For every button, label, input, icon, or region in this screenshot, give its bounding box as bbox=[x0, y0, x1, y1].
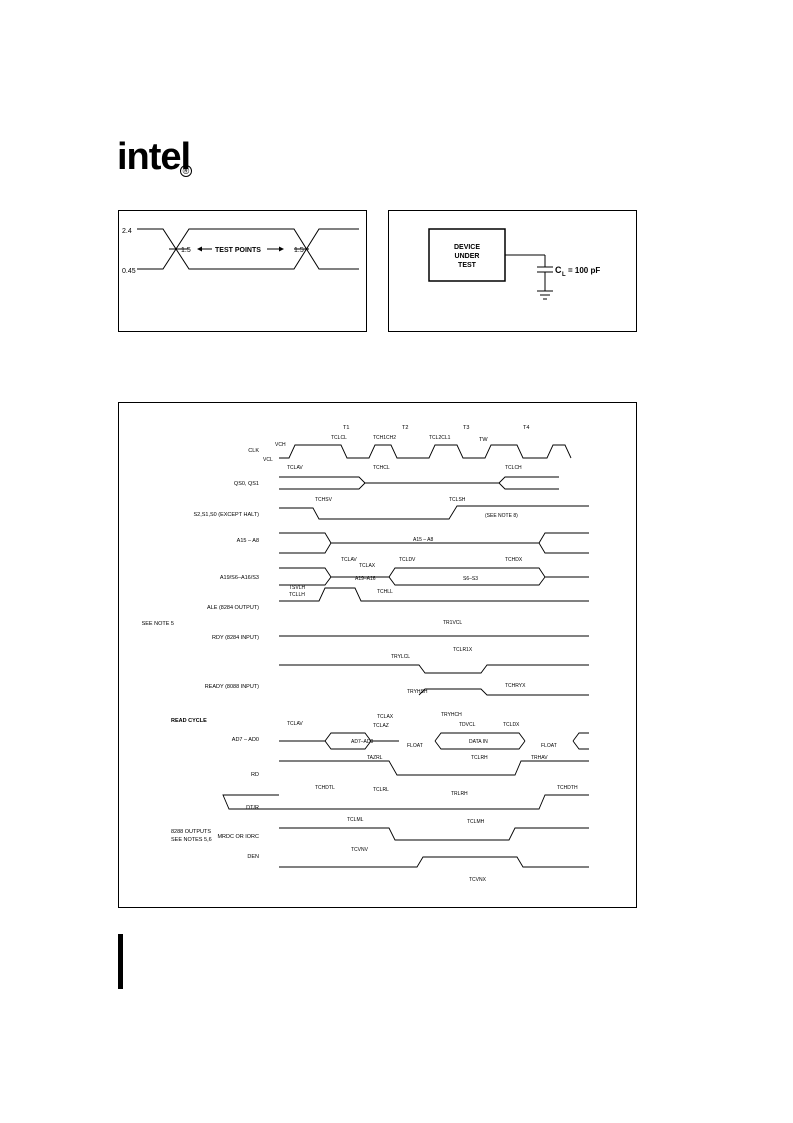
level-high-label: 2.4 bbox=[122, 228, 132, 235]
state-t3: T3 bbox=[463, 425, 469, 431]
p-tclsh: TCLSH bbox=[449, 497, 466, 503]
test-points-label: TEST POINTS bbox=[215, 247, 261, 254]
input-waveform-diagram: 2.4 0.45 1.5 1.5 TEST POINTS bbox=[122, 228, 359, 275]
p-tclav3: TCLAV bbox=[287, 721, 303, 727]
p-addr-hi-val: A15 – A8 bbox=[413, 537, 434, 543]
sig-addr-hi: A15 – A8 bbox=[237, 538, 259, 544]
left-point-label: 1.5 bbox=[181, 247, 191, 254]
p-tclav2: TCLAV bbox=[341, 557, 357, 563]
p-tchcl: TCHCL bbox=[373, 465, 390, 471]
sig-qs: QS0, QS1 bbox=[234, 481, 259, 487]
p-tclaz: TCLAZ bbox=[373, 723, 389, 729]
p-tclr1x: TCLR1X bbox=[453, 647, 473, 653]
p-tr1vcl: TR1VCL bbox=[443, 620, 462, 626]
group-outputs-2: SEE NOTES 5,6 bbox=[171, 837, 212, 843]
p-tclrh: TCLRH bbox=[471, 755, 488, 761]
p-tchll: TCHLL bbox=[377, 589, 393, 595]
p-tclml: TCLML bbox=[347, 817, 364, 823]
p-tdvcl: TDVCL bbox=[459, 722, 476, 728]
sig-mrdc: MRDC OR IORC bbox=[217, 834, 259, 840]
p-tcvnv: TCVNV bbox=[351, 847, 369, 853]
group-outputs-1: 8288 OUTPUTS bbox=[171, 829, 211, 835]
device-line-3: TEST bbox=[458, 262, 477, 269]
level-low-label: 0.45 bbox=[122, 268, 136, 275]
p-data-in: DATA IN bbox=[469, 739, 488, 745]
p-float2: FLOAT bbox=[541, 743, 557, 749]
p-float1: FLOAT bbox=[407, 743, 423, 749]
sig-ad: AD7 – AD0 bbox=[232, 737, 259, 743]
revision-bar bbox=[118, 934, 123, 989]
p-tclch: TCLCH bbox=[505, 465, 522, 471]
p-tclmh: TCLMH bbox=[467, 819, 485, 825]
sig-rd: RD bbox=[251, 772, 259, 778]
p-vch: VCH bbox=[275, 442, 286, 448]
p-tcldx: TCLDX bbox=[503, 722, 520, 728]
sig-ale: ALE (8284 OUTPUT) bbox=[207, 605, 259, 611]
input-waveform-panel: 2.4 0.45 1.5 1.5 TEST POINTS bbox=[118, 210, 367, 332]
p-tazrl: TAZRL bbox=[367, 755, 383, 761]
p-tcvnx: TCVNX bbox=[469, 877, 487, 883]
load-circuit-diagram: DEVICE UNDER TEST C L = 100 pF bbox=[428, 228, 600, 300]
p-tclax: TCLAX bbox=[359, 563, 376, 569]
p-tcl2cl1: TCL2CL1 bbox=[429, 435, 451, 441]
p-mux-val: A19–A16 bbox=[355, 576, 376, 582]
sig-ready: READY (8088 INPUT) bbox=[205, 684, 259, 690]
state-t2: T2 bbox=[402, 425, 408, 431]
state-t1: T1 bbox=[343, 425, 349, 431]
cap-label: C bbox=[555, 265, 562, 275]
p-tchdtl: TCHDTL bbox=[315, 785, 335, 791]
sig-status: S2,S1,S0 (EXCEPT HALT) bbox=[193, 512, 259, 518]
p-tclav1: TCLAV bbox=[287, 465, 303, 471]
p-trhav: TRHAV bbox=[531, 755, 548, 761]
p-tchdx: TCHDX bbox=[505, 557, 523, 563]
sig-dtr: DT/R bbox=[246, 805, 259, 811]
p-tclax2: TCLAX bbox=[377, 714, 394, 720]
sig-addr-mux: A19/S6–A16/S3 bbox=[220, 575, 259, 581]
intel-logo: intel bbox=[117, 136, 191, 178]
device-line-2: UNDER bbox=[455, 253, 480, 260]
p-tchsv: TCHSV bbox=[315, 497, 333, 503]
p-tsvlh: TSVLH bbox=[289, 585, 306, 591]
sig-rdy: RDY (8284 INPUT) bbox=[212, 635, 259, 641]
registered-mark: ® bbox=[180, 165, 192, 177]
p-tclcl: TCLCL bbox=[331, 435, 347, 441]
group-read-cycle: READ CYCLE bbox=[171, 718, 207, 724]
p-trylcl: TRYLCL bbox=[391, 654, 410, 660]
p-tcllh: TCLLH bbox=[289, 592, 305, 598]
cap-value: = 100 pF bbox=[568, 266, 600, 275]
p-tcldv: TCLDV bbox=[399, 557, 416, 563]
sig-den: DEN bbox=[247, 854, 259, 860]
p-ad-val: AD7–AD0 bbox=[351, 739, 373, 745]
p-tchryx: TCHRYX bbox=[505, 683, 526, 689]
p-tclrl: TCLRL bbox=[373, 787, 389, 793]
device-line-1: DEVICE bbox=[454, 244, 480, 251]
right-point-label: 1.5 bbox=[294, 247, 304, 254]
p-note8: (SEE NOTE 8) bbox=[485, 513, 518, 519]
p-tch1ch2: TCH1CH2 bbox=[373, 435, 396, 441]
sig-clk: CLK bbox=[248, 448, 259, 454]
p-tchdth: TCHDTH bbox=[557, 785, 578, 791]
timing-diagram-panel: CLK QS0, QS1 S2,S1,S0 (EXCEPT HALT) A15 … bbox=[118, 402, 637, 908]
state-t4: T4 bbox=[523, 425, 529, 431]
cap-sub: L bbox=[562, 272, 566, 278]
p-trlrh: TRLRH bbox=[451, 791, 468, 797]
group-note5: SEE NOTE 5 bbox=[142, 621, 174, 627]
read-cycle-timing-diagram: CLK QS0, QS1 S2,S1,S0 (EXCEPT HALT) A15 … bbox=[142, 425, 589, 883]
p-s6s3-val: S6–S3 bbox=[463, 576, 478, 582]
p-tryhch: TRYHCH bbox=[441, 712, 462, 718]
p-tryhsh: TRYHSH bbox=[407, 689, 428, 695]
load-circuit-panel: DEVICE UNDER TEST C L = 100 pF bbox=[388, 210, 637, 332]
p-vcl: VCL bbox=[263, 457, 273, 463]
state-tw: TW bbox=[479, 437, 488, 443]
